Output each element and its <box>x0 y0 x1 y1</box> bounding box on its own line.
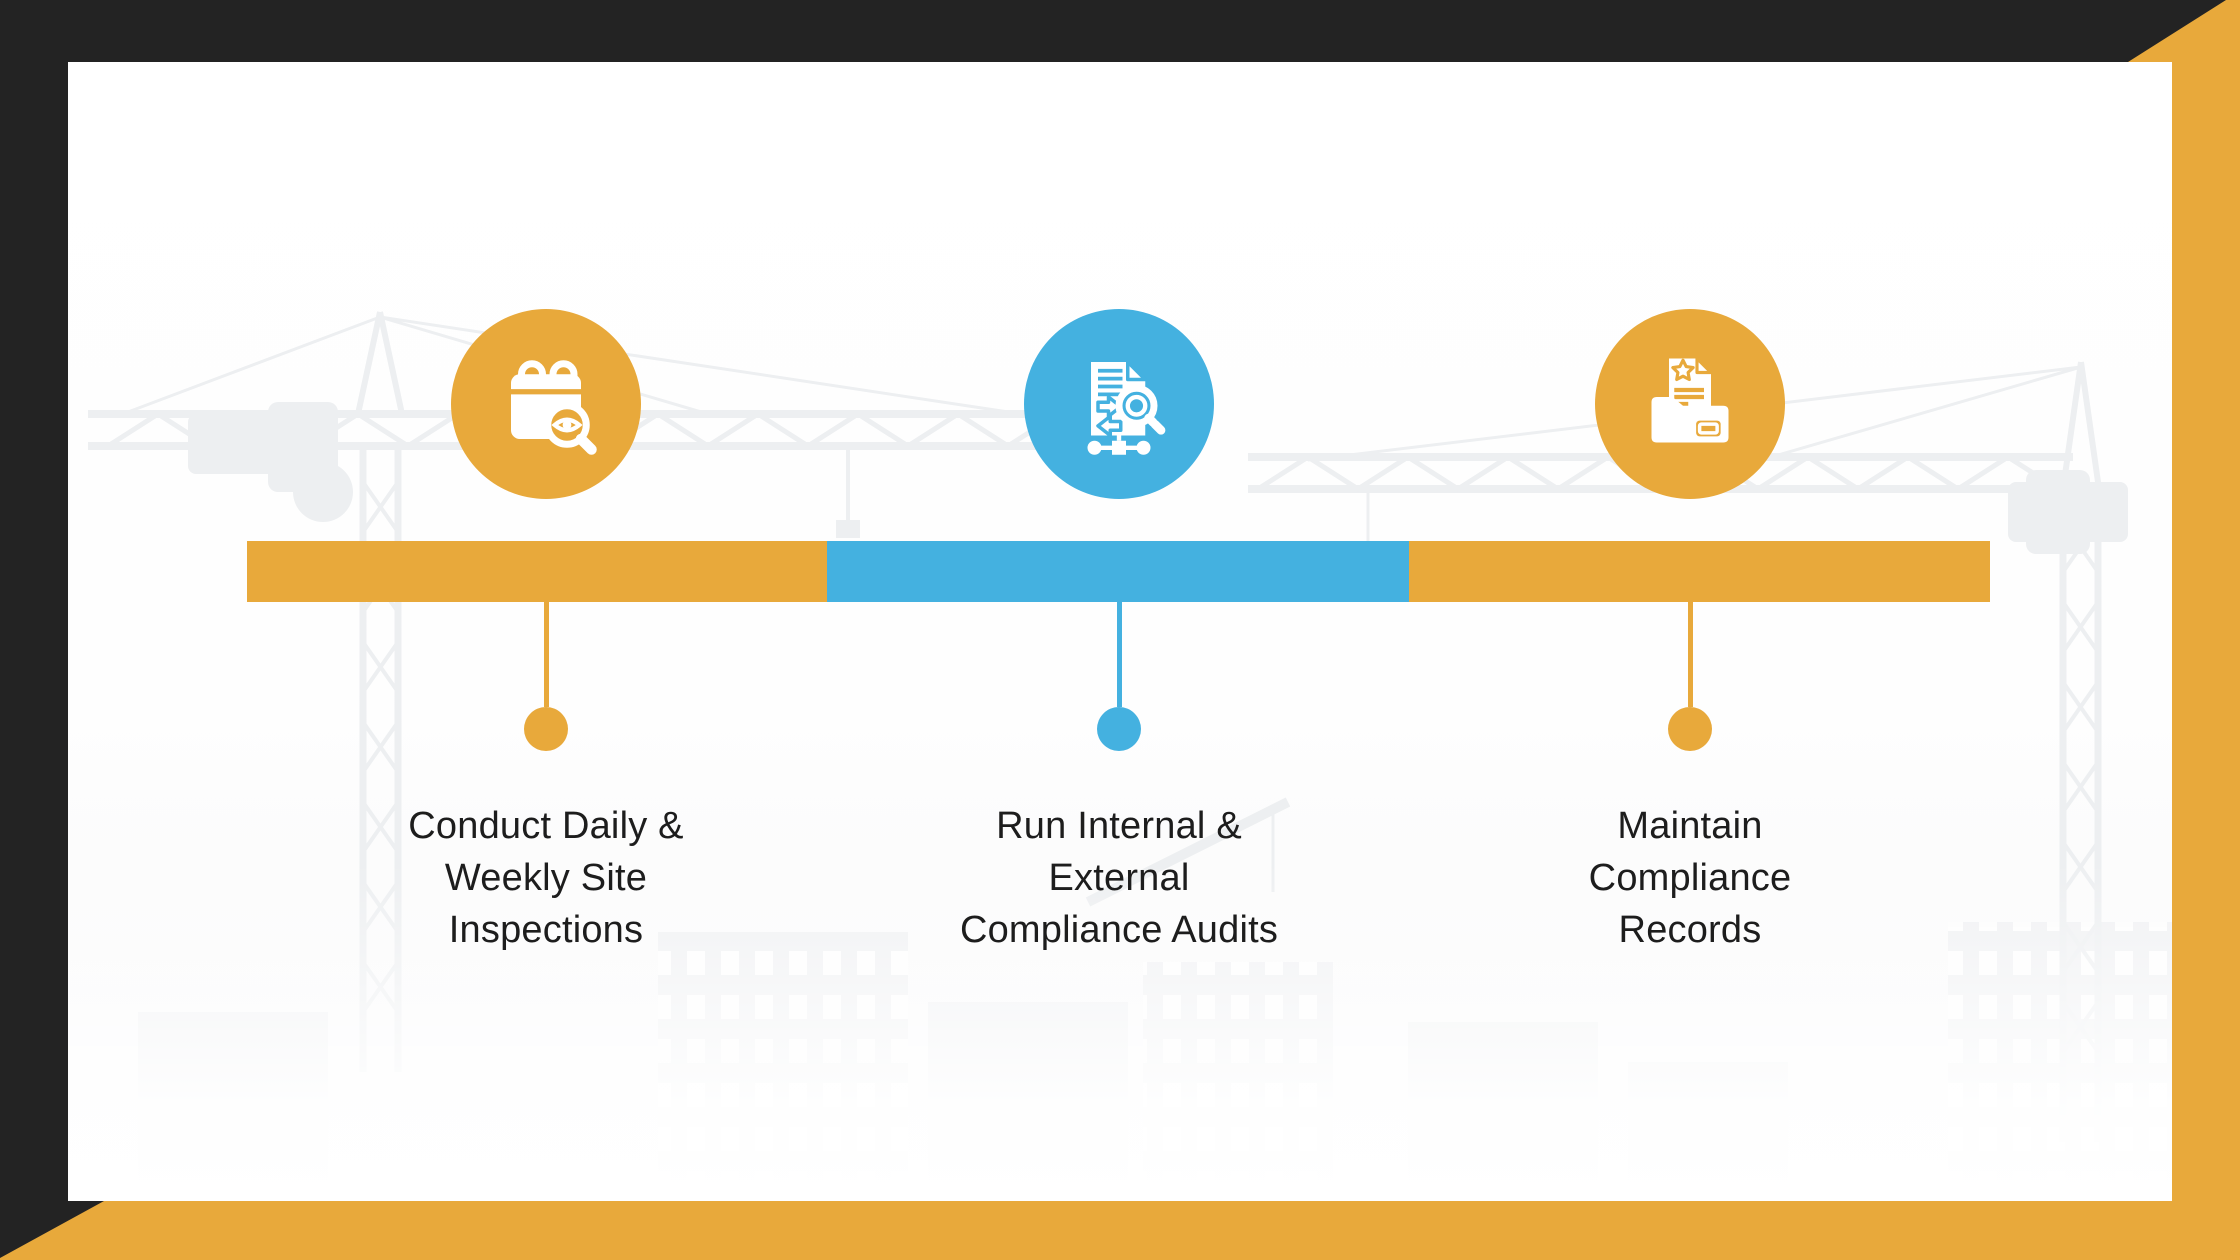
step-title: Maintain Compliance Records <box>1588 805 1792 951</box>
step-compliance-records: Maintain Compliance Records <box>1430 309 1950 956</box>
connector-dot <box>524 707 568 751</box>
connector-line <box>1687 602 1693 707</box>
connector-line <box>543 602 549 707</box>
content-panel: Conduct Daily & Weekly Site Inspections <box>68 62 2172 1201</box>
step-icon-circle <box>451 309 641 499</box>
step-site-inspections: Conduct Daily & Weekly Site Inspections <box>286 309 806 956</box>
connector-dot <box>1097 707 1141 751</box>
step-compliance-audits: Run Internal & External Compliance Audit… <box>859 309 1379 956</box>
connector-dot <box>1668 707 1712 751</box>
connector-line <box>1116 602 1122 707</box>
step-title: Run Internal & External Compliance Audit… <box>959 805 1279 951</box>
step-icon-circle <box>1595 309 1785 499</box>
step-title: Conduct Daily & Weekly Site Inspections <box>408 805 684 951</box>
calendar-inspection-icon <box>511 360 597 455</box>
step-icon-circle <box>1024 309 1214 499</box>
document-audit-icon <box>1087 360 1166 455</box>
folder-records-icon <box>1651 356 1729 443</box>
